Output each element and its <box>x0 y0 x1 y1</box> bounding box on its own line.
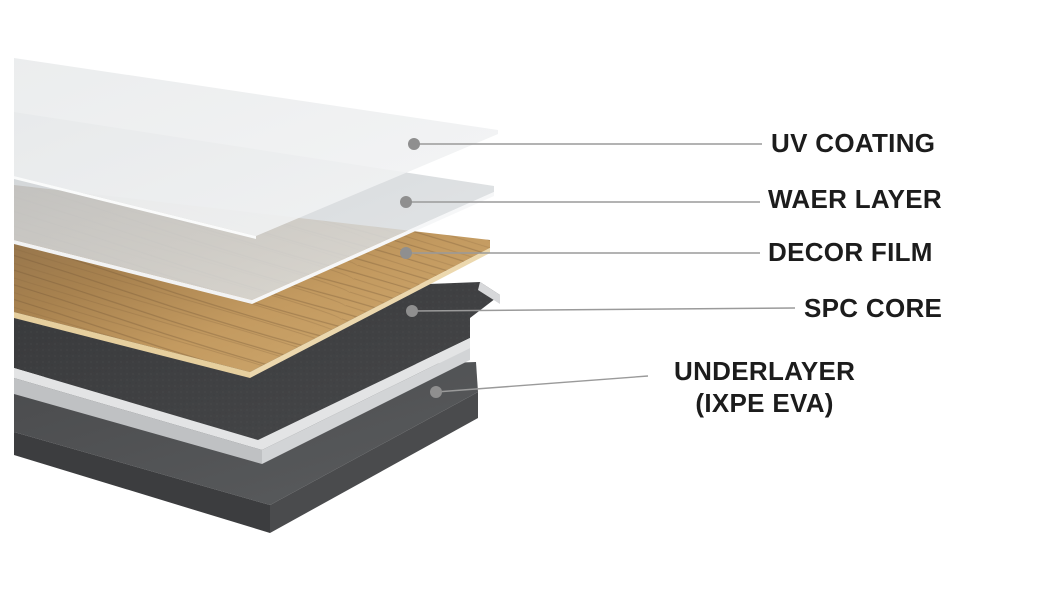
underlayer-label-line1: UNDERLAYER <box>674 356 856 386</box>
leader-line-underlayer <box>435 375 649 393</box>
leader-dot-spc-core <box>406 305 418 317</box>
leader-dot-uv-coating <box>408 138 420 150</box>
underlayer-label-line2: (IXPE EVA) <box>695 388 834 418</box>
decor-film-label: DECOR FILM <box>768 237 933 267</box>
uv-coating-label: UV COATING <box>771 128 936 158</box>
wear-layer-label: WAER LAYER <box>768 184 942 214</box>
leader-lines <box>400 138 796 398</box>
leader-dot-wear-layer <box>400 196 412 208</box>
leader-dot-underlayer <box>430 386 442 398</box>
underlayer-label: UNDERLAYER (IXPE EVA) <box>674 355 855 419</box>
uv-coating-layer <box>14 58 498 239</box>
leader-line-spc-core <box>411 307 796 312</box>
leader-dot-decor-film <box>400 247 412 259</box>
spc-core-label: SPC CORE <box>804 293 943 323</box>
